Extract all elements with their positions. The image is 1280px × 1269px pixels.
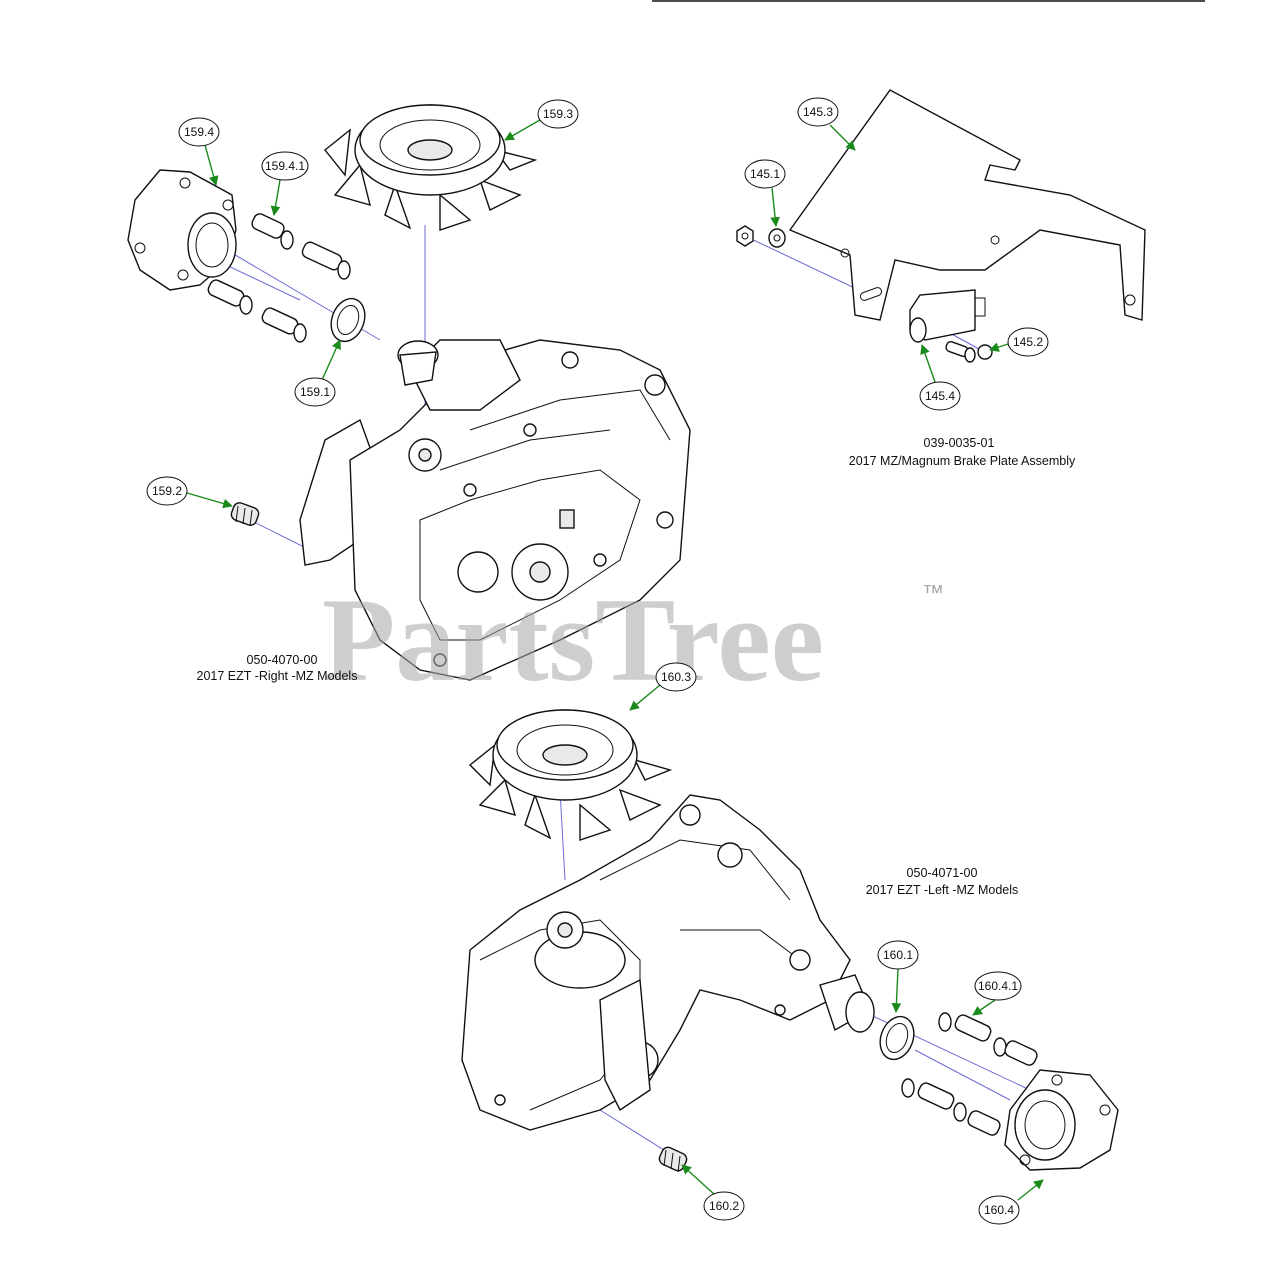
assembly-left-description: 2017 EZT -Left -MZ Models <box>866 883 1019 897</box>
callout-label: 145.3 <box>803 105 833 119</box>
fan-pulley-159-3 <box>324 104 538 231</box>
callout-label: 159.1 <box>300 385 330 399</box>
callout-label: 160.4.1 <box>978 979 1018 993</box>
nuts-145-1 <box>736 225 786 248</box>
callout-145-4[interactable]: 145.4 <box>919 344 961 411</box>
axle-tube-left <box>819 974 875 1033</box>
callout-label: 160.3 <box>661 670 691 684</box>
assembly-left-part-number: 050-4071-00 <box>907 866 978 880</box>
left-transaxle-drawing <box>461 709 1119 1173</box>
left-transaxle-housing <box>461 794 851 1131</box>
fan-pulley-160-3 <box>468 709 673 841</box>
assembly-right-part-number: 050-4070-00 <box>247 653 318 667</box>
hub-flange-159-4 <box>127 169 237 291</box>
callout-160-3[interactable]: 160.3 <box>629 662 697 711</box>
callout-159-4-1[interactable]: 159.4.1 <box>261 151 309 216</box>
callout-159-1[interactable]: 159.1 <box>294 339 341 407</box>
studs-160-4-1 <box>901 1012 1038 1136</box>
spring-159-2 <box>230 502 260 527</box>
assembly-right-description: 2017 EZT -Right -MZ Models <box>197 669 358 683</box>
callout-label: 145.1 <box>750 167 780 181</box>
callout-159-3[interactable]: 159.3 <box>504 99 579 141</box>
brake-plate-145-3 <box>788 89 1146 321</box>
washer-160-1 <box>879 1015 915 1061</box>
brake-plate-drawing <box>736 89 1146 363</box>
callout-160-1[interactable]: 160.1 <box>877 940 919 1013</box>
brake-switch-145-4 <box>909 289 986 343</box>
assembly-brake-description: 2017 MZ/Magnum Brake Plate Assembly <box>849 454 1076 468</box>
watermark-trademark: ™ <box>922 580 944 605</box>
callout-160-4[interactable]: 160.4 <box>978 1179 1044 1225</box>
callout-label: 159.2 <box>152 484 182 498</box>
studs-159-4-1 <box>207 213 351 343</box>
right-transaxle-drawing <box>127 104 691 681</box>
callout-label: 159.4 <box>184 125 214 139</box>
callout-159-4[interactable]: 159.4 <box>178 117 220 186</box>
callout-label: 160.4 <box>984 1203 1014 1217</box>
assembly-brake-part-number: 039-0035-01 <box>924 436 995 450</box>
callout-145-3[interactable]: 145.3 <box>797 97 856 151</box>
callout-145-1[interactable]: 145.1 <box>744 159 786 227</box>
callout-label: 159.4.1 <box>265 159 305 173</box>
callout-160-2[interactable]: 160.2 <box>681 1164 745 1221</box>
callout-160-4-1[interactable]: 160.4.1 <box>972 971 1022 1016</box>
hub-flange-160-4 <box>1004 1069 1119 1171</box>
callout-label: 160.2 <box>709 1199 739 1213</box>
callout-145-2[interactable]: 145.2 <box>989 327 1049 357</box>
washer-159-1 <box>330 297 366 343</box>
callout-label: 145.2 <box>1013 335 1043 349</box>
right-transaxle-housing <box>299 339 691 681</box>
screws-145-2 <box>945 340 993 363</box>
callout-label: 145.4 <box>925 389 955 403</box>
watermark: PartsTree <box>322 573 824 706</box>
spring-160-2 <box>658 1146 688 1173</box>
callout-159-2[interactable]: 159.2 <box>146 476 233 509</box>
callout-label: 159.3 <box>543 107 573 121</box>
callout-label: 160.1 <box>883 948 913 962</box>
